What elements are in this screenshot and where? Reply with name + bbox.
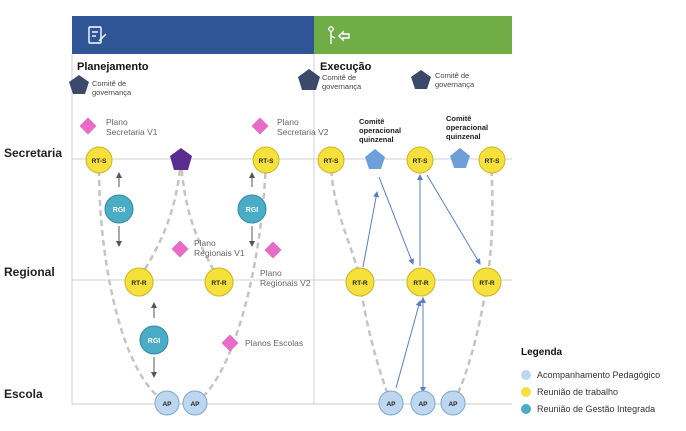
svg-text:RGI: RGI bbox=[113, 207, 126, 214]
svg-text:RT-R: RT-R bbox=[211, 280, 226, 287]
rts-node: RT-S bbox=[478, 146, 506, 174]
svg-text:AP: AP bbox=[162, 401, 172, 408]
ap-node: AP bbox=[410, 390, 436, 416]
level-regional: Regional bbox=[4, 265, 55, 279]
rts-node: RT-S bbox=[252, 146, 280, 174]
planning-title: Planejamento bbox=[77, 61, 149, 73]
rgi-node: RGI bbox=[104, 194, 134, 224]
rtr-node: RT-R bbox=[472, 267, 502, 297]
execution-title: Execução bbox=[320, 61, 372, 73]
plan-diamond bbox=[264, 241, 282, 259]
svg-text:RT-R: RT-R bbox=[131, 280, 146, 287]
legend-title: Legenda bbox=[521, 347, 563, 358]
legend-swatch bbox=[521, 386, 531, 397]
ap-node: AP bbox=[154, 390, 180, 416]
rts-node: RT-S bbox=[85, 146, 113, 174]
planning-header-bar bbox=[72, 16, 314, 54]
legend-swatch bbox=[521, 403, 531, 414]
svg-text:RT-S: RT-S bbox=[324, 158, 339, 165]
legend-item: Reunião de Gestão Integrada bbox=[517, 400, 682, 417]
execution-arrows bbox=[362, 174, 481, 393]
svg-text:RGI: RGI bbox=[246, 207, 259, 214]
governance-committee-pentagon bbox=[411, 70, 431, 89]
rgi-arrows bbox=[116, 172, 255, 378]
operational-committee-pentagon bbox=[365, 149, 385, 169]
svg-text:RT-S: RT-S bbox=[413, 158, 428, 165]
plan-diamond bbox=[79, 117, 97, 135]
rtr-node: RT-R bbox=[124, 267, 154, 297]
plan-diamond bbox=[171, 240, 189, 258]
svg-text:AP: AP bbox=[190, 401, 200, 408]
legend-swatch bbox=[521, 369, 531, 380]
ap-node: AP bbox=[440, 390, 466, 416]
clipboard-edit-icon bbox=[88, 26, 107, 44]
execution-header-bar bbox=[314, 16, 512, 54]
ap-node: AP bbox=[378, 390, 404, 416]
svg-text:RT-R: RT-R bbox=[479, 280, 494, 287]
svg-text:AP: AP bbox=[386, 401, 396, 408]
legend-item: Reunião de trabalho bbox=[517, 383, 682, 400]
rts-node: RT-S bbox=[317, 146, 345, 174]
svg-text:AP: AP bbox=[418, 401, 428, 408]
operational-committee-pentagon bbox=[450, 148, 470, 168]
rgi-node: RGI bbox=[139, 325, 169, 355]
svg-text:RT-S: RT-S bbox=[259, 158, 274, 165]
svg-text:RT-S: RT-S bbox=[485, 158, 500, 165]
rts-node: RT-S bbox=[406, 146, 434, 174]
legend-item: Acompanhamento Pedagógico bbox=[517, 366, 682, 383]
legend-label: Reunião de Gestão Integrada bbox=[537, 403, 656, 414]
rtr-node: RT-R bbox=[345, 267, 375, 297]
svg-text:RT-R: RT-R bbox=[352, 280, 367, 287]
person-arrow-icon bbox=[328, 26, 350, 44]
ap-node: AP bbox=[182, 390, 208, 416]
plan-diamond bbox=[221, 334, 239, 352]
svg-text:RT-R: RT-R bbox=[413, 280, 428, 287]
rtr-node: RT-R bbox=[204, 267, 234, 297]
legend-label: Reunião de trabalho bbox=[537, 386, 619, 397]
rgi-node: RGI bbox=[237, 194, 267, 224]
governance-committee-pentagon bbox=[69, 75, 89, 94]
legend-label: Acompanhamento Pedagógico bbox=[537, 369, 661, 380]
svg-text:RT-S: RT-S bbox=[92, 158, 107, 165]
plan-escolas-label: Planos Escolas bbox=[245, 338, 303, 348]
svg-text:AP: AP bbox=[448, 401, 458, 408]
secretaria-committee-pentagon bbox=[170, 148, 192, 170]
level-escola: Escola bbox=[4, 387, 43, 401]
legend: Legenda Acompanhamento Pedagógico Reuniã… bbox=[517, 347, 682, 427]
rtr-node: RT-R bbox=[406, 267, 436, 297]
level-secretaria: Secretaria bbox=[4, 146, 62, 160]
governance-committee-pentagon bbox=[298, 69, 320, 90]
svg-text:RGI: RGI bbox=[148, 338, 161, 345]
plan-diamond bbox=[251, 117, 269, 135]
